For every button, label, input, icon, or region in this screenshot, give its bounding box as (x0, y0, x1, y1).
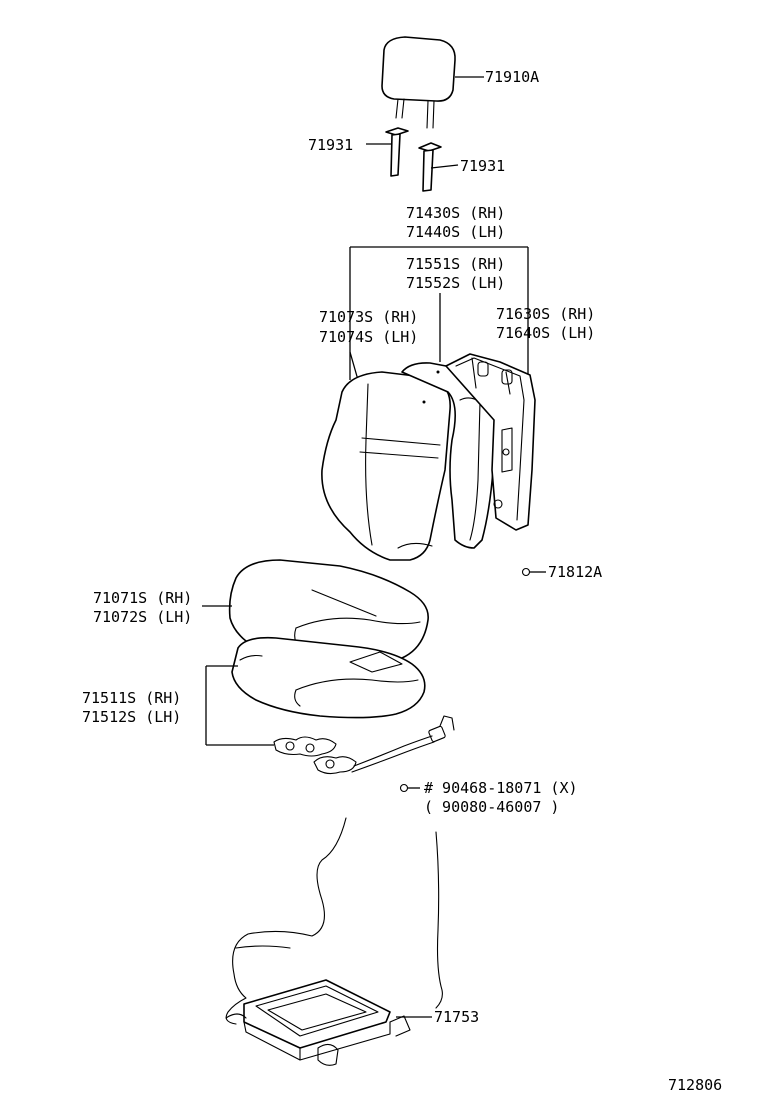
label-back-cover-rh: 71073S (RH) (319, 308, 418, 326)
label-back-pad-lh: 71552S (LH) (406, 274, 505, 292)
label-cushion-frame: 71753 (434, 1008, 479, 1026)
label-back-frame-rh: 71630S (RH) (496, 305, 595, 323)
label-back-assy-lh: 71440S (LH) (406, 223, 505, 241)
headrest[interactable] (381, 36, 456, 129)
headrest-support-left[interactable] (385, 127, 409, 177)
label-cushion-cover-rh: 71071S (RH) (93, 589, 192, 607)
label-back-frame-lh: 71640S (LH) (496, 324, 595, 342)
label-cushion-cover-lh: 71072S (LH) (93, 608, 192, 626)
label-support-left: 71931 (308, 136, 353, 154)
label-back-cover-lh: 71074S (LH) (319, 328, 418, 346)
label-clip: 71812A (548, 563, 602, 581)
heater-part-marker[interactable] (399, 783, 409, 793)
cushion-pad-bracket (205, 665, 274, 746)
seat-back-cover[interactable] (321, 371, 451, 561)
label-headrest: 71910A (485, 68, 539, 86)
clip-part[interactable] (521, 567, 531, 577)
back-assembly-bracket (349, 246, 529, 381)
seat-back-frame[interactable] (445, 353, 536, 531)
seat-cushion-pad[interactable] (231, 636, 426, 719)
leader-support-right (430, 164, 459, 169)
label-support-right: 71931 (460, 157, 505, 175)
diagram-id: 712806 (668, 1076, 722, 1094)
label-heater-part-alt: ( 90080-46007 ) (424, 798, 559, 816)
seat-silhouette (225, 817, 443, 1025)
label-back-assy-rh: 71430S (RH) (406, 204, 505, 222)
headrest-support-right[interactable] (418, 142, 442, 192)
label-cushion-pad-lh: 71512S (LH) (82, 708, 181, 726)
label-heater-part: # 90468-18071 (X) (424, 779, 578, 797)
label-back-pad-rh: 71551S (RH) (406, 255, 505, 273)
seat-cushion-frame[interactable] (225, 979, 411, 1066)
label-cushion-pad-rh: 71511S (RH) (82, 689, 181, 707)
seat-heater[interactable] (273, 715, 455, 775)
